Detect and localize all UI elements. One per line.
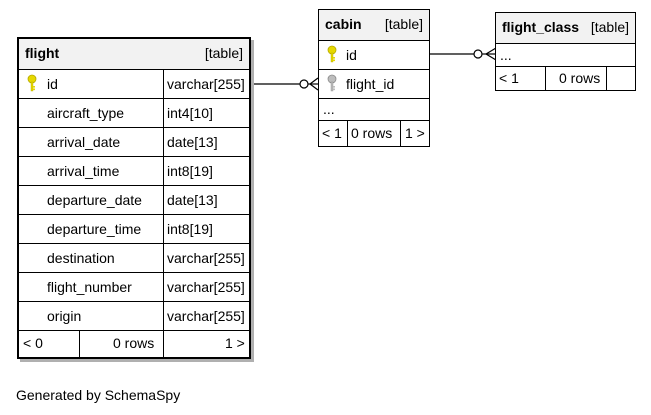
column-type: varchar[255]: [167, 76, 245, 92]
table-name: flight_class: [502, 19, 580, 35]
cell-divider: [163, 302, 164, 330]
table-footer-row: < 0 0 rows 1 >: [19, 331, 249, 357]
column-type: int8[19]: [167, 163, 213, 179]
row-count: 0 rows: [559, 70, 601, 86]
ellipsis: ...: [323, 101, 335, 117]
cell-divider: [163, 128, 164, 156]
column-type: varchar[255]: [167, 308, 245, 324]
column-type: date[13]: [167, 134, 218, 150]
column-name: aircraft_type: [47, 105, 125, 121]
column-row-arrival-time[interactable]: arrival_time int8[19]: [19, 157, 249, 186]
children-count[interactable]: 1 >: [225, 335, 245, 351]
cell-divider: [163, 70, 164, 98]
cell-divider: [163, 244, 164, 272]
column-row-origin[interactable]: origin varchar[255]: [19, 302, 249, 331]
column-name: arrival_time: [47, 163, 120, 179]
column-name: id: [47, 76, 58, 92]
column-row-arrival-date[interactable]: arrival_date date[13]: [19, 128, 249, 157]
column-row-aircraft-type[interactable]: aircraft_type int4[10]: [19, 99, 249, 128]
column-name: origin: [47, 308, 82, 324]
cell-divider: [163, 157, 164, 185]
column-type: int8[19]: [167, 221, 213, 237]
cell-divider: [163, 99, 164, 127]
cell-divider: [163, 215, 164, 243]
table-header: cabin [table]: [319, 10, 429, 41]
foreign-key-icon: [327, 74, 337, 95]
relation-flight-cabin: [250, 77, 319, 91]
column-name: id: [346, 47, 357, 63]
primary-key-icon: [27, 74, 37, 95]
column-row-id[interactable]: id varchar[255]: [19, 70, 249, 99]
column-row-destination[interactable]: destination varchar[255]: [19, 244, 249, 273]
primary-key-icon: [327, 45, 337, 66]
table-flight-class[interactable]: flight_class [table] ... < 1 0 rows: [495, 12, 636, 91]
table-footer-row: < 1 0 rows 1 >: [319, 121, 429, 146]
cell-divider: [163, 186, 164, 214]
table-footer-row: < 1 0 rows: [496, 67, 635, 90]
cell-divider: [606, 67, 607, 90]
column-name: departure_date: [47, 192, 142, 208]
cell-divider: [163, 273, 164, 301]
table-flight[interactable]: flight [table] id varchar[255] aircraft_…: [17, 37, 251, 359]
cell-divider: [400, 121, 401, 146]
column-type: int4[10]: [167, 105, 213, 121]
table-name: cabin: [325, 16, 362, 32]
table-name: flight: [25, 45, 60, 61]
hidden-columns-row: ...: [319, 99, 429, 121]
column-row-flight-number[interactable]: flight_number varchar[255]: [19, 273, 249, 302]
cell-divider: [347, 121, 348, 146]
parents-count[interactable]: < 1: [499, 70, 519, 86]
row-count: 0 rows: [351, 125, 393, 141]
column-type: date[13]: [167, 192, 218, 208]
column-row-flight-id[interactable]: flight_id: [319, 70, 429, 99]
column-type: varchar[255]: [167, 279, 245, 295]
table-kind: [table]: [590, 19, 629, 35]
table-header: flight [table]: [19, 39, 249, 70]
relation-cabin-flight-class: [430, 47, 497, 61]
parents-count[interactable]: < 0: [23, 335, 43, 351]
column-name: destination: [47, 250, 115, 266]
ellipsis: ...: [500, 47, 512, 63]
generated-by-text: Generated by SchemaSpy: [16, 387, 181, 403]
table-kind: [table]: [384, 16, 423, 32]
column-name: flight_id: [346, 76, 395, 92]
parents-count[interactable]: < 1: [322, 125, 342, 141]
column-row-departure-time[interactable]: departure_time int8[19]: [19, 215, 249, 244]
column-row-departure-date[interactable]: departure_date date[13]: [19, 186, 249, 215]
column-name: arrival_date: [47, 134, 121, 150]
children-count[interactable]: 1 >: [405, 125, 425, 141]
table-kind: [table]: [204, 45, 243, 61]
table-cabin[interactable]: cabin [table] id flight_id ... < 1: [318, 9, 430, 147]
hidden-columns-row: ...: [496, 44, 635, 67]
cell-divider: [545, 67, 546, 90]
row-count: 0 rows: [113, 335, 155, 351]
cell-divider: [163, 331, 164, 357]
column-name: departure_time: [47, 221, 142, 237]
column-name: flight_number: [47, 279, 132, 295]
column-type: varchar[255]: [167, 250, 245, 266]
column-row-id[interactable]: id: [319, 41, 429, 70]
cell-divider: [79, 331, 80, 357]
table-header: flight_class [table]: [496, 13, 635, 44]
